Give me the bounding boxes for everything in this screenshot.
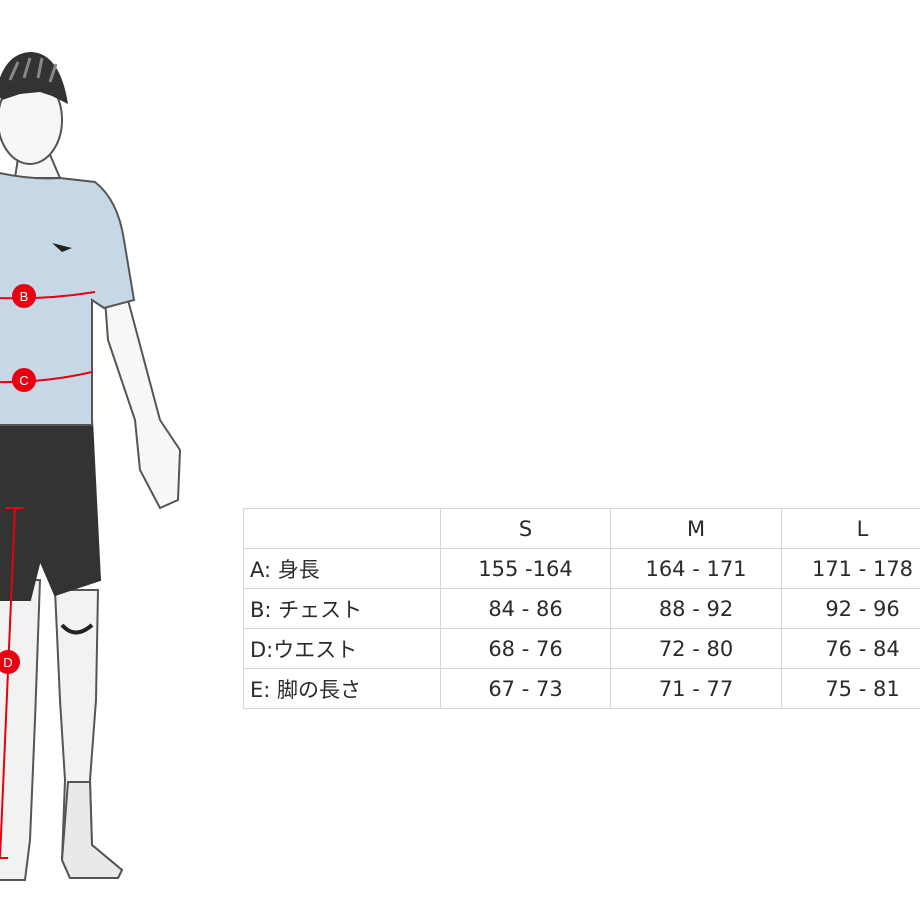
svg-text:C: C (19, 373, 28, 388)
knee-mark (60, 623, 94, 635)
sock (60, 781, 124, 879)
table-cell: 155 -164 (440, 548, 611, 589)
row-label-height: A: 身長 (243, 548, 441, 589)
size-chart-table: S M L A: 身長 155 -164 164 - 171 171 - 178… (243, 508, 920, 709)
svg-text:D: D (3, 655, 12, 670)
table-row: B: チェスト 84 - 86 88 - 92 92 - 96 (243, 588, 920, 629)
table-row: D:ウエスト 68 - 76 72 - 80 76 - 84 (243, 628, 920, 669)
helmet-vents (8, 57, 58, 83)
table-row: A: 身長 155 -164 164 - 171 171 - 178 (243, 548, 920, 589)
table-row: E: 脚の長さ 67 - 73 71 - 77 75 - 81 (243, 668, 920, 709)
row-label-chest: B: チェスト (243, 588, 441, 629)
arm (103, 299, 182, 510)
table-cell: 76 - 84 (781, 628, 920, 669)
shorts (0, 419, 102, 601)
table-cell: 68 - 76 (440, 628, 611, 669)
header-cell-l: L (781, 508, 920, 549)
chest-measure-line (0, 291, 96, 300)
table-cell: 71 - 77 (610, 668, 782, 709)
table-cell: 88 - 92 (610, 588, 782, 629)
table-cell: 164 - 171 (610, 548, 782, 589)
table-cell: 171 - 178 (781, 548, 920, 589)
header-cell-empty (243, 508, 441, 549)
marker-d: D (0, 650, 20, 674)
table-cell: 67 - 73 (440, 668, 611, 709)
header-cell-m: M (610, 508, 782, 549)
header-row: S M L (243, 508, 920, 549)
jersey (0, 172, 136, 426)
table-cell: 72 - 80 (610, 628, 782, 669)
marker-b: B (12, 284, 36, 308)
header-cell-s: S (440, 508, 611, 549)
row-label-inseam: E: 脚の長さ (243, 668, 441, 709)
waist-measure-line (0, 371, 93, 384)
table-cell: 92 - 96 (781, 588, 920, 629)
row-label-waist: D:ウエスト (243, 628, 441, 669)
cyclist-figure: B C D (0, 52, 182, 881)
jersey-logo (52, 243, 72, 252)
table-cell: 84 - 86 (440, 588, 611, 629)
table-cell: 75 - 81 (781, 668, 920, 709)
inseam-measure-line (0, 507, 16, 859)
svg-text:B: B (20, 289, 29, 304)
marker-c: C (12, 368, 36, 392)
